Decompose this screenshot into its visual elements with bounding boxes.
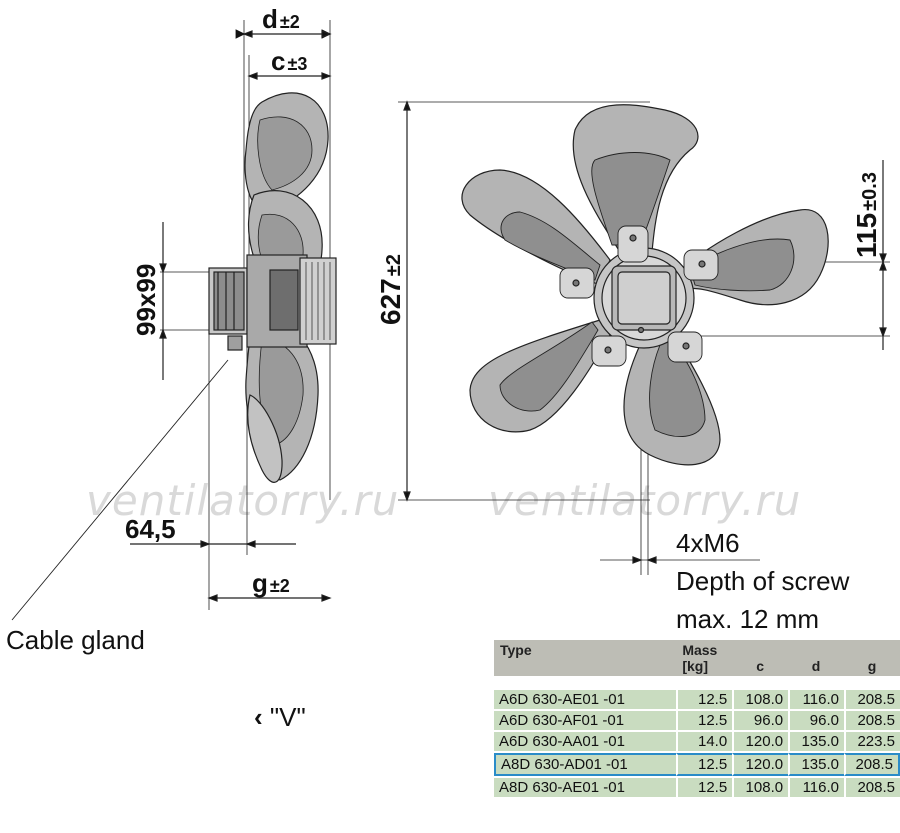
cell-c: 120.0 bbox=[732, 753, 789, 776]
cell-d: 96.0 bbox=[788, 711, 844, 730]
dim-d-label: d±2 bbox=[262, 4, 300, 34]
dim-c-label: c±3 bbox=[271, 46, 307, 76]
cell-d: 116.0 bbox=[788, 690, 844, 709]
front-view bbox=[398, 100, 890, 575]
dim-hole-offset-label: 115±0.3 bbox=[851, 172, 882, 258]
watermark-right: ventilatorry.ru bbox=[488, 476, 802, 525]
cell-d: 135.0 bbox=[788, 732, 844, 751]
cell-c: 120.0 bbox=[732, 732, 789, 751]
header-g: g bbox=[844, 640, 900, 676]
cell-g: 208.5 bbox=[844, 753, 900, 776]
cell-type: A6D 630-AE01 -01 bbox=[494, 690, 677, 709]
header-mass: Mass[kg] bbox=[676, 640, 733, 676]
table-row: A6D 630-AE01 -01 12.5 108.0 116.0 208.5 bbox=[494, 690, 900, 709]
cable-gland-label: Cable gland bbox=[6, 625, 145, 655]
cell-d: 135.0 bbox=[788, 753, 844, 776]
cell-type: A8D 630-AD01 -01 bbox=[494, 753, 677, 776]
watermark-left: ventilatorry.ru bbox=[86, 476, 400, 525]
header-d: d bbox=[788, 640, 844, 676]
screw-depth-label: Depth of screw bbox=[676, 566, 850, 596]
screws-label: 4xM6 bbox=[676, 528, 740, 558]
cell-mass: 12.5 bbox=[676, 690, 733, 709]
table-header-row: Type Mass[kg] c d g bbox=[494, 640, 900, 676]
cell-mass: 14.0 bbox=[676, 732, 733, 751]
header-c: c bbox=[732, 640, 789, 676]
table-row: A8D 630-AE01 -01 12.5 108.0 116.0 208.5 bbox=[494, 778, 900, 797]
cell-mass: 12.5 bbox=[676, 711, 733, 730]
dim-diameter-label: 627±2 bbox=[375, 254, 406, 325]
dim-offset-label: 64,5 bbox=[125, 514, 176, 544]
cell-g: 208.5 bbox=[844, 711, 900, 730]
view-arrow-icon: ‹ bbox=[254, 702, 263, 732]
dim-g-label: g±2 bbox=[252, 568, 290, 598]
table-row: A6D 630-AF01 -01 12.5 96.0 96.0 208.5 bbox=[494, 711, 900, 730]
cell-mass: 12.5 bbox=[676, 753, 733, 776]
spec-table: Type Mass[kg] c d g A6D 630-AE01 -01 12.… bbox=[494, 638, 900, 799]
cell-g: 223.5 bbox=[844, 732, 900, 751]
cell-c: 96.0 bbox=[732, 711, 789, 730]
table-row: A6D 630-AA01 -01 14.0 120.0 135.0 223.5 bbox=[494, 732, 900, 751]
cell-type: A6D 630-AF01 -01 bbox=[494, 711, 677, 730]
cell-g: 208.5 bbox=[844, 778, 900, 797]
side-view bbox=[11, 20, 337, 621]
cell-type: A8D 630-AE01 -01 bbox=[494, 778, 677, 797]
view-marker: ‹ "V" bbox=[254, 702, 306, 733]
cell-d: 116.0 bbox=[788, 778, 844, 797]
header-type: Type bbox=[494, 640, 677, 676]
cell-type: A6D 630-AA01 -01 bbox=[494, 732, 677, 751]
view-marker-text: "V" bbox=[269, 702, 306, 732]
dim-square-label: 99x99 bbox=[131, 264, 161, 336]
screw-max-label: max. 12 mm bbox=[676, 604, 820, 634]
cell-mass: 12.5 bbox=[676, 778, 733, 797]
table-row-selected: A8D 630-AD01 -01 12.5 120.0 135.0 208.5 bbox=[494, 753, 900, 776]
cell-c: 108.0 bbox=[732, 690, 789, 709]
cell-c: 108.0 bbox=[732, 778, 789, 797]
cell-g: 208.5 bbox=[844, 690, 900, 709]
